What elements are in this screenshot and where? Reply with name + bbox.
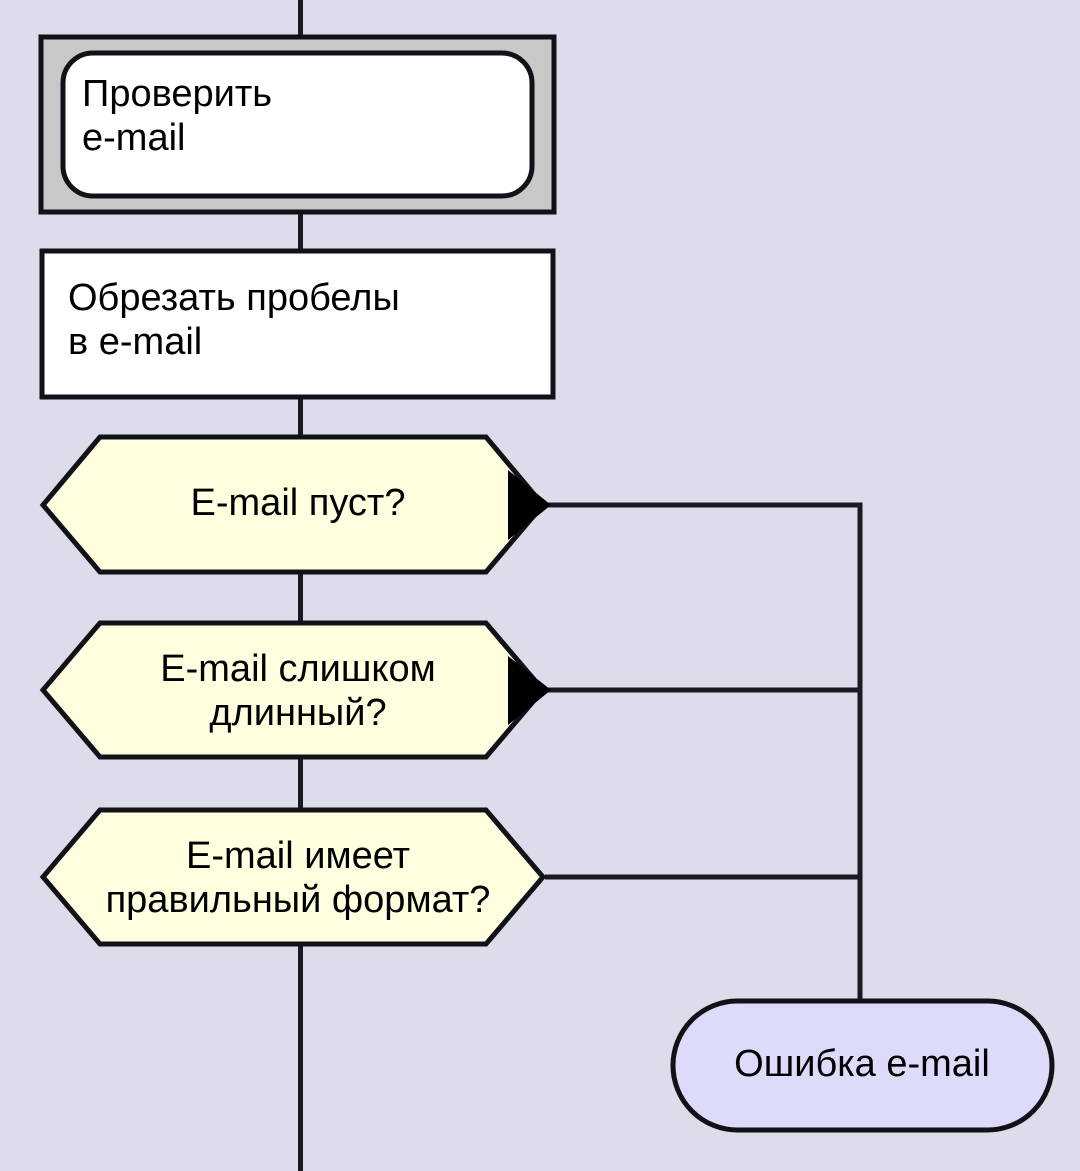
email-valid-format-body [39,807,547,947]
node-email-error[interactable]: Ошибка e-mail [670,998,1055,1133]
email-error-body [670,998,1055,1133]
edge-layer [298,0,863,1171]
trim-spaces-label-line2: в e-mail [68,321,202,363]
node-email-valid-format[interactable]: E-mail имеет правильный формат? [39,807,547,947]
email-error-label: Ошибка e-mail [734,1043,990,1085]
email-empty-arrow-icon [508,470,551,540]
node-email-empty[interactable]: E-mail пуст? [39,434,551,575]
check-email-label-line1: Проверить [82,73,272,115]
email-too-long-body [39,620,547,760]
check-email-label-line2: e-mail [82,117,185,159]
node-check-email[interactable]: Проверить e-mail [38,34,557,215]
email-valid-format-label-line2: правильный формат? [106,879,491,921]
trim-spaces-body [39,248,556,400]
email-too-long-label-line1: E-mail слишком [160,648,435,690]
email-too-long-label-line2: длинный? [209,692,386,734]
email-empty-label-line1: E-mail пуст? [191,482,406,524]
check-email-body [60,50,535,199]
trim-spaces-label-line1: Обрезать пробелы [68,277,400,319]
email-too-long-arrow-icon [508,656,551,725]
node-email-too-long[interactable]: E-mail слишком длинный? [39,620,551,760]
email-empty-body [39,434,547,575]
node-trim-spaces[interactable]: Обрезать пробелы в e-mail [39,248,556,400]
email-valid-format-label-line1: E-mail имеет [186,835,410,877]
